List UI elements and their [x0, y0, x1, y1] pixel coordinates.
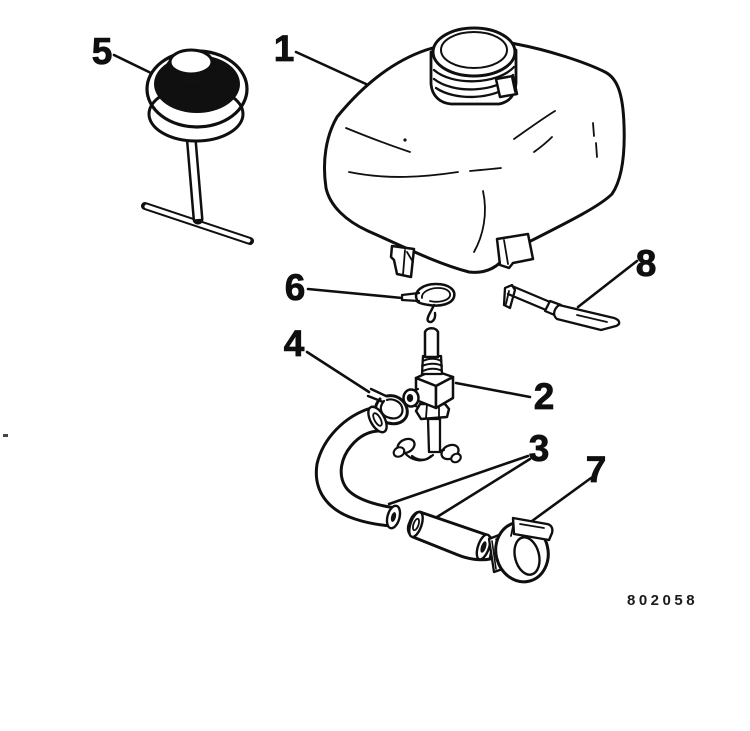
upper-hose-top-end — [367, 405, 388, 434]
figure-number: 802058 — [627, 592, 698, 609]
fuel-hoses-part — [314, 405, 495, 562]
callout-7: 7 — [586, 449, 607, 490]
filler-cap-inner-ring — [440, 31, 508, 69]
leader-7 — [530, 476, 593, 523]
valve-body-right — [434, 375, 455, 410]
leader-1 — [294, 50, 368, 86]
lower-hose-left-end — [408, 510, 424, 539]
filler-neck-tab — [494, 74, 519, 99]
callout-3: 3 — [529, 428, 550, 469]
leader-6 — [306, 287, 404, 300]
callout-5: 5 — [92, 31, 113, 72]
leader-3b — [435, 457, 532, 519]
retainer-clip-part — [400, 282, 456, 324]
callout-8: 8 — [636, 243, 657, 284]
fuel-tank-part — [323, 26, 626, 279]
fuel-valve-part — [392, 327, 462, 464]
leader-2 — [454, 381, 532, 399]
stray-mark — [3, 434, 8, 437]
fuel-cap-part — [141, 48, 254, 245]
valve-lower-tube — [426, 417, 442, 454]
tank-leg-right — [495, 232, 535, 270]
worm-clamp-part — [487, 516, 554, 584]
leader-5 — [112, 53, 153, 75]
leader-8 — [576, 259, 639, 309]
leader-lines — [112, 50, 639, 523]
bracket-part — [502, 283, 621, 332]
leader-3a — [387, 454, 530, 506]
callout-6: 6 — [285, 267, 306, 308]
callout-2: 2 — [534, 376, 555, 417]
valve-outlet-bore — [406, 394, 414, 402]
clamp-ring-inner — [513, 536, 541, 576]
clamp-screw-housing — [511, 516, 554, 542]
callout-1: 1 — [274, 28, 295, 69]
leader-4 — [305, 350, 371, 394]
tank-surface-lines — [345, 110, 598, 253]
callout-4: 4 — [284, 323, 305, 364]
valve-inlet-tube — [423, 327, 440, 359]
cap-knob-top — [168, 48, 214, 76]
